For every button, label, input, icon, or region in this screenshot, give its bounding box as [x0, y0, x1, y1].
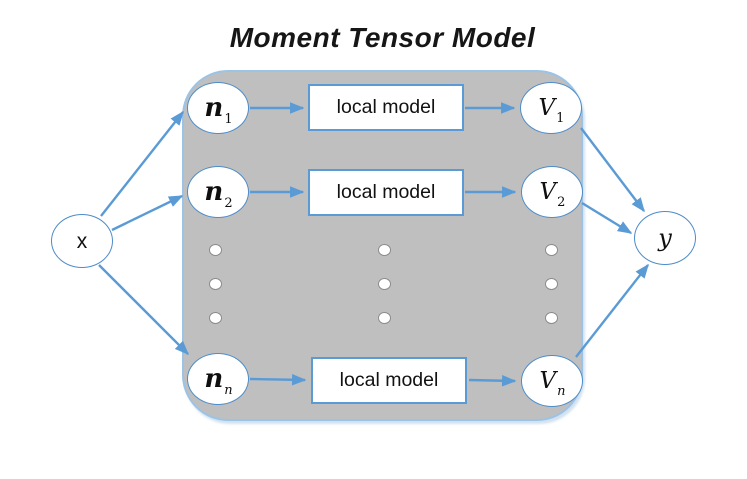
- output-node-label: y: [658, 224, 672, 252]
- ellipsis-dot: [545, 312, 558, 324]
- ellipsis-dot: [209, 244, 222, 256]
- diagram-title: Moment Tensor Model: [229, 22, 536, 53]
- arrow-nn-to-localmodeln: [249, 374, 307, 386]
- arrow-v2-to-y: [581, 201, 633, 235]
- vn-label: V: [539, 367, 557, 394]
- ellipsis-dot: [209, 278, 222, 290]
- ellipsis-dot: [378, 312, 391, 324]
- ellipsis-dot: [378, 244, 391, 256]
- arrow-x-to-n2: [111, 194, 184, 232]
- ellipsis-dot: [545, 278, 558, 290]
- output-node-v2: V2: [521, 166, 583, 218]
- v1-label: V: [538, 94, 556, 121]
- arrow-v1-to-y: [580, 127, 645, 213]
- local-model-label-1: local model: [336, 96, 436, 118]
- hidden-node-n2: n2: [187, 166, 249, 218]
- local-model-box-1: local model: [308, 84, 464, 131]
- nn-label: n: [204, 364, 224, 394]
- ellipsis-dot: [378, 278, 391, 290]
- hidden-node-nn: nn: [187, 353, 249, 405]
- ellipsis-dot: [209, 312, 222, 324]
- ellipsis-dot: [545, 244, 558, 256]
- n1-label: n: [204, 93, 224, 123]
- local-model-box-n: local model: [311, 357, 467, 404]
- local-model-label-2: local model: [336, 181, 436, 203]
- hidden-node-n1: n1: [187, 82, 249, 134]
- v2-label: V: [539, 178, 557, 205]
- vn-subscript: n: [557, 383, 566, 399]
- output-node-y: y: [634, 211, 696, 265]
- n2-subscript: 2: [224, 196, 233, 211]
- v1-subscript: 1: [556, 110, 565, 126]
- input-node-label: x: [76, 229, 88, 253]
- n2-label: n: [204, 177, 224, 207]
- output-node-v1: V1: [520, 82, 582, 134]
- input-node-x: x: [51, 214, 113, 268]
- local-model-label-n: local model: [339, 369, 439, 391]
- nn-subscript: n: [224, 383, 233, 398]
- arrow-x-to-n1: [100, 110, 184, 217]
- arrow-x-to-nn: [98, 264, 190, 356]
- arrow-localmodeln-to-vn: [468, 374, 517, 387]
- v2-subscript: 2: [557, 194, 566, 210]
- output-node-vn: Vn: [521, 355, 583, 407]
- local-model-box-2: local model: [308, 169, 464, 216]
- n1-subscript: 1: [224, 112, 233, 127]
- arrow-vn-to-y: [575, 263, 649, 358]
